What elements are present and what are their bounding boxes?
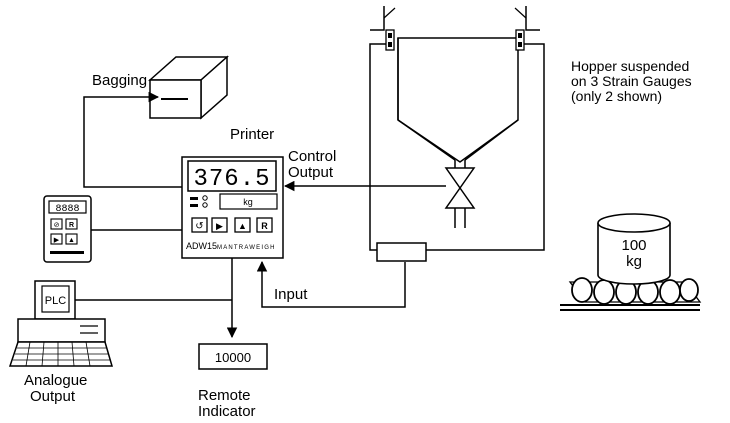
strain-gauge-icon bbox=[515, 29, 525, 51]
hopper bbox=[370, 6, 540, 228]
printer-icon bbox=[148, 55, 229, 120]
up-key-icon: ▲ bbox=[238, 221, 247, 231]
handheld-key-icon: ⊘ bbox=[54, 222, 60, 229]
handheld-key-icon: R bbox=[69, 222, 74, 229]
weighing-controller: 376.5 kg ↺ ▶ ▲ R ADW15 MANTRAWEIGH bbox=[181, 156, 284, 259]
reset-key[interactable] bbox=[256, 217, 273, 233]
handheld-key-icon: ▲ bbox=[68, 237, 75, 244]
handheld-key-icon: ▶ bbox=[54, 237, 60, 244]
plc-computer: PLC bbox=[8, 280, 113, 367]
plc-label: PLC bbox=[45, 295, 66, 307]
bagging-connection bbox=[83, 91, 182, 188]
weight-value: 100 bbox=[621, 237, 646, 254]
input-label: Input bbox=[274, 286, 308, 303]
status-led-icons bbox=[190, 195, 208, 208]
remote-indicator bbox=[198, 343, 268, 370]
zero-key[interactable] bbox=[191, 217, 208, 233]
brand-label: MANTRAWEIGH bbox=[217, 245, 276, 251]
zero-key-icon: ↺ bbox=[195, 221, 203, 232]
indicator-label: Indicator bbox=[198, 403, 256, 420]
bagging-label: Bagging bbox=[92, 72, 147, 89]
hopper-note-line-2: on 3 Strain Gauges bbox=[571, 73, 692, 89]
control-label: Control bbox=[288, 148, 336, 165]
remote-indicator-value: 10000 bbox=[215, 350, 251, 365]
handheld-display: 8888 bbox=[55, 204, 79, 215]
weight-unit: kg bbox=[626, 253, 642, 270]
junction-box bbox=[376, 242, 427, 262]
unit-label: kg bbox=[243, 197, 253, 207]
hopper-note-line-3: (only 2 shown) bbox=[571, 88, 662, 104]
printer-label: Printer bbox=[230, 126, 274, 143]
hopper-note-line-1: Hopper suspended bbox=[571, 58, 689, 74]
remote-label: Remote bbox=[198, 387, 251, 404]
right-key-icon: ▶ bbox=[216, 221, 223, 231]
gauge-wiring bbox=[426, 43, 545, 251]
output-label: Output bbox=[288, 164, 334, 181]
input-connection bbox=[256, 260, 406, 308]
weight-on-rollers bbox=[560, 213, 702, 311]
analogue-output-label: Output bbox=[30, 388, 76, 405]
controller-display-value: 376.5 bbox=[193, 166, 270, 193]
reset-key-icon: R bbox=[261, 221, 268, 231]
right-key[interactable] bbox=[211, 217, 228, 233]
gauge-wiring bbox=[369, 43, 386, 251]
handheld-terminal: 8888 ⊘ R ▶ ▲ bbox=[43, 195, 92, 263]
controller-display bbox=[187, 160, 277, 192]
analogue-label: Analogue bbox=[24, 372, 87, 389]
up-key[interactable] bbox=[234, 217, 251, 233]
model-label: ADW15 bbox=[186, 241, 217, 251]
strain-gauge-icon bbox=[385, 29, 395, 51]
unit-window bbox=[219, 193, 278, 210]
